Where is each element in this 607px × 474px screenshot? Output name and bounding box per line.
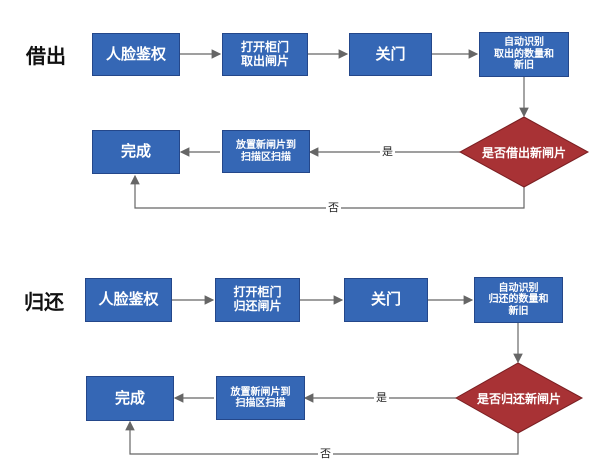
borrow-auto-detect-step: 自动识别 取出的数量和 新旧 <box>479 32 569 77</box>
return-scan-step: 放置新闸片到 扫描区扫描 <box>216 376 305 420</box>
borrow-yes-label: 是 <box>380 145 395 158</box>
return-auto-detect-step: 自动识别 归还的数量和 新旧 <box>474 277 563 323</box>
return-open-door-step: 打开柜门 归还闸片 <box>215 278 300 322</box>
return-section-title: 归还 <box>24 290 64 314</box>
return-face-auth-step: 人脸鉴权 <box>85 278 172 322</box>
borrow-no-label: 否 <box>326 201 341 214</box>
borrow-face-auth-step: 人脸鉴权 <box>92 33 180 76</box>
return-done-step: 完成 <box>86 376 174 421</box>
borrow-done-step: 完成 <box>92 130 180 174</box>
return-decision-diamond <box>454 362 584 434</box>
borrow-close-door-step: 关门 <box>349 33 432 76</box>
return-close-door-step: 关门 <box>344 278 428 322</box>
borrow-decision-label: 是否借出新闸片 <box>481 145 566 160</box>
return-decision-label: 是否归还新闸片 <box>476 391 561 406</box>
borrow-open-door-step: 打开柜门 取出闸片 <box>222 33 308 76</box>
borrow-decision-diamond <box>458 116 590 188</box>
borrow-scan-step: 放置新闸片到 扫描区扫描 <box>222 130 310 173</box>
borrow-section-title: 借出 <box>26 44 66 68</box>
return-yes-label: 是 <box>374 391 389 404</box>
return-no-label: 否 <box>318 447 333 460</box>
